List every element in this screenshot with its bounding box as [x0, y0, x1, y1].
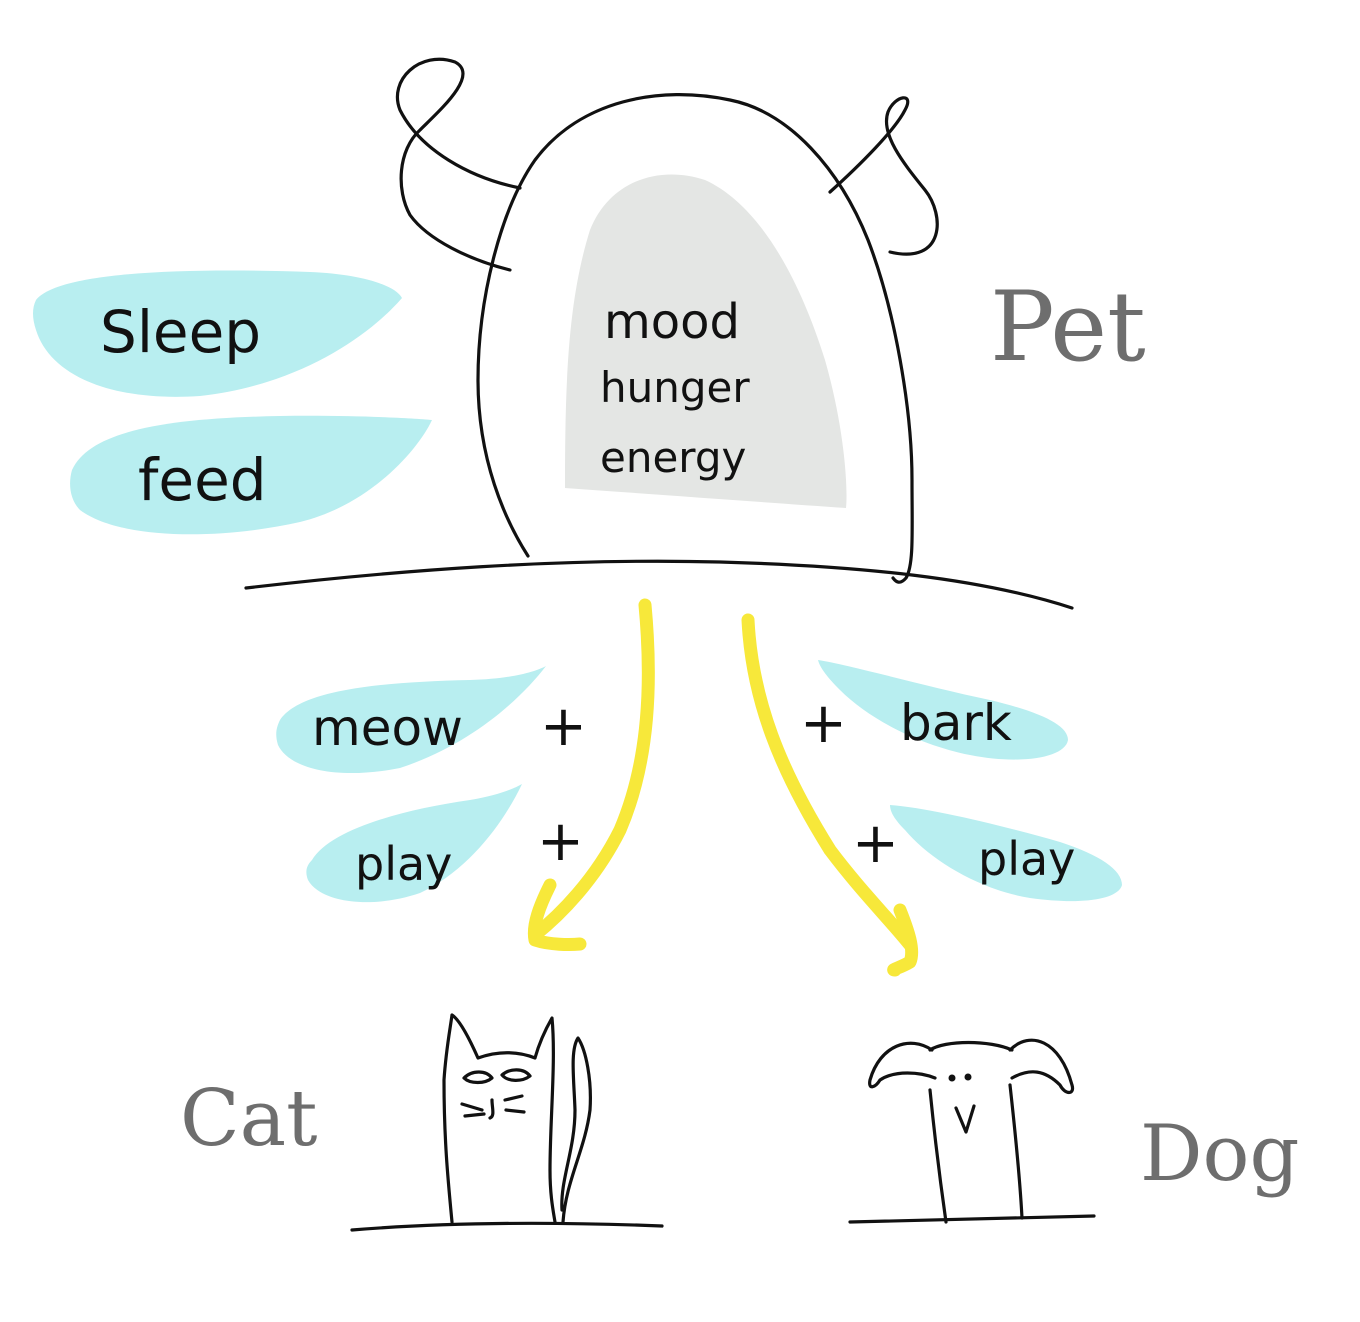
cat-ground-line	[350, 1221, 664, 1232]
dog-right-eye	[964, 1073, 972, 1081]
dog-plus-bark: +	[800, 691, 847, 756]
dog-head	[928, 1040, 1014, 1052]
pet-ground-line	[244, 559, 1074, 610]
cat-class-label: Cat	[180, 1074, 318, 1164]
cat-plus-meow: +	[540, 694, 587, 759]
leaf-feed	[70, 415, 432, 535]
cat-whiskers-right	[503, 1094, 526, 1114]
cat-left-eye	[462, 1070, 494, 1085]
dog-right-ear	[1008, 1038, 1075, 1095]
dog-body	[928, 1083, 1024, 1224]
method-feed: feed	[138, 446, 267, 514]
leaf-cat-play	[306, 784, 522, 903]
leaf-sleep	[33, 270, 402, 397]
pet-left-horn	[395, 57, 522, 272]
dog-class-label: Dog	[1140, 1109, 1299, 1199]
attribute-energy: energy	[600, 433, 746, 482]
cat-tail	[560, 1036, 592, 1224]
pet-class-label: Pet	[990, 271, 1146, 383]
pet-right-horn	[828, 96, 939, 256]
cat-whiskers-left	[460, 1102, 486, 1118]
cat-plus-play: +	[537, 809, 584, 874]
cat-method-meow: meow	[312, 699, 463, 757]
dog-method-bark: bark	[900, 694, 1012, 752]
dog-figure	[848, 1038, 1096, 1224]
dog-left-ear	[868, 1041, 937, 1089]
attribute-hunger: hunger	[600, 363, 750, 412]
arrow-to-cat-head	[527, 878, 587, 951]
attribute-mood: mood	[604, 294, 740, 350]
leaf-bark	[818, 660, 1068, 760]
dog-left-eye	[948, 1074, 956, 1082]
arrow-to-cat	[528, 598, 655, 942]
cat-body	[442, 1013, 557, 1224]
dog-nose	[954, 1104, 976, 1134]
cat-method-play: play	[355, 837, 452, 891]
leaf-meow	[276, 666, 546, 774]
arrow-to-dog-head	[887, 903, 919, 977]
arrow-to-dog	[741, 613, 917, 952]
pet-body	[476, 93, 914, 584]
leaf-dog-play	[890, 805, 1122, 902]
pet-state-area	[565, 174, 847, 508]
cat-figure	[350, 1013, 664, 1232]
cat-right-eye	[500, 1068, 532, 1082]
cat-nose	[488, 1098, 495, 1120]
pet-figure	[244, 57, 1074, 610]
dog-plus-play: +	[852, 811, 899, 876]
method-sleep: Sleep	[100, 298, 261, 366]
dog-ground-line	[848, 1214, 1096, 1224]
dog-method-play: play	[978, 832, 1075, 886]
